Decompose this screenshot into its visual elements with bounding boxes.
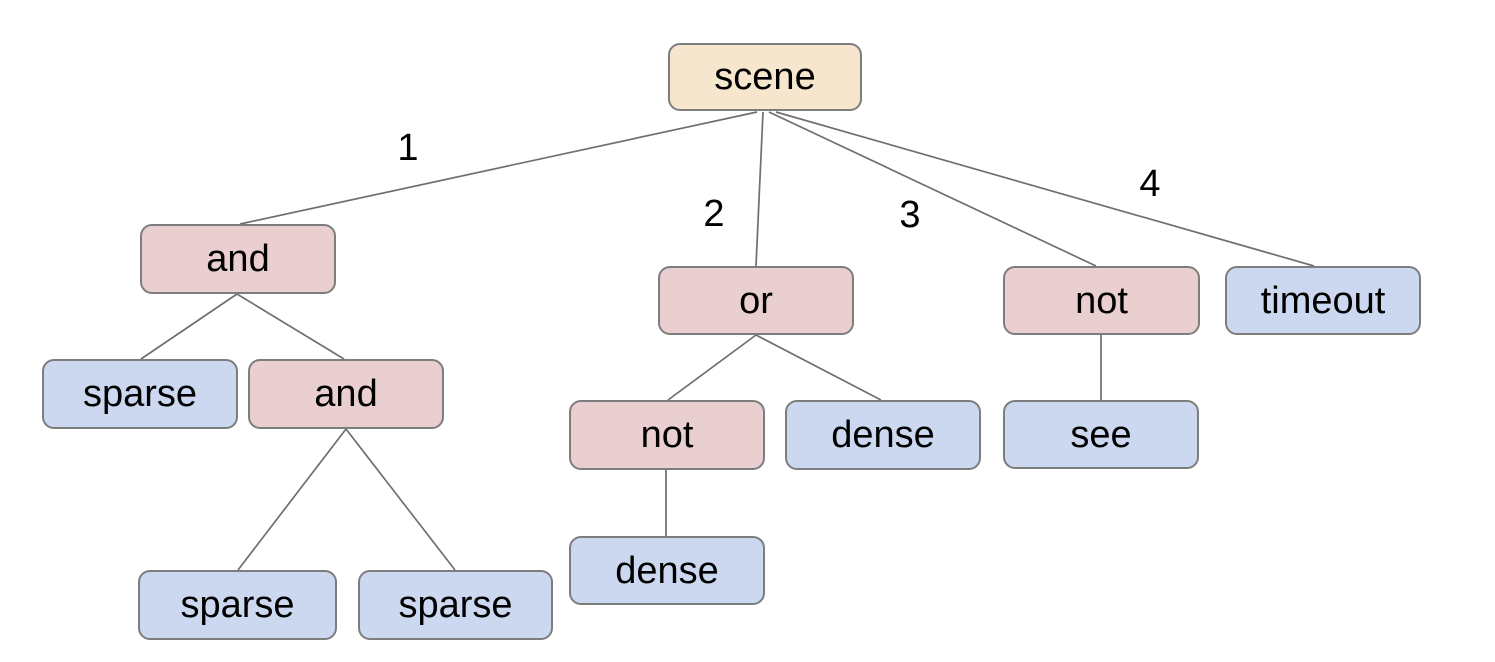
edge-or-not xyxy=(667,334,757,401)
edge-and-sparse xyxy=(140,293,238,360)
tree-node-not-2: not xyxy=(569,400,765,470)
tree-node-not: not xyxy=(1003,266,1200,335)
tree-node-sparse-1: sparse xyxy=(42,359,238,429)
tree-node-and-2: and xyxy=(248,359,444,429)
edge-label-2: 2 xyxy=(703,193,725,235)
tree-node-timeout: timeout xyxy=(1225,266,1421,335)
edge-and-and xyxy=(236,293,345,360)
tree-node-scene: scene xyxy=(668,43,862,111)
tree-node-see: see xyxy=(1003,400,1199,469)
edge-label-1: 1 xyxy=(397,127,419,169)
tree-node-sparse-3: sparse xyxy=(358,570,553,640)
edge-or-dense xyxy=(755,334,882,401)
edge-scene-not xyxy=(768,111,1097,267)
tree-node-and: and xyxy=(140,224,336,294)
tree-node-dense-2: dense xyxy=(569,536,765,605)
edge-label-4: 4 xyxy=(1139,163,1161,205)
tree-node-dense-1: dense xyxy=(785,400,981,470)
edge-scene-and xyxy=(239,111,758,225)
tree-node-or: or xyxy=(658,266,854,335)
tree-node-sparse-2: sparse xyxy=(138,570,337,640)
edge-label-3: 3 xyxy=(899,194,921,236)
edge-scene-or xyxy=(755,111,764,267)
edge-and2-sparse2 xyxy=(345,428,456,571)
edge-scene-timeout xyxy=(775,111,1315,267)
edge-and2-sparse xyxy=(237,428,347,571)
